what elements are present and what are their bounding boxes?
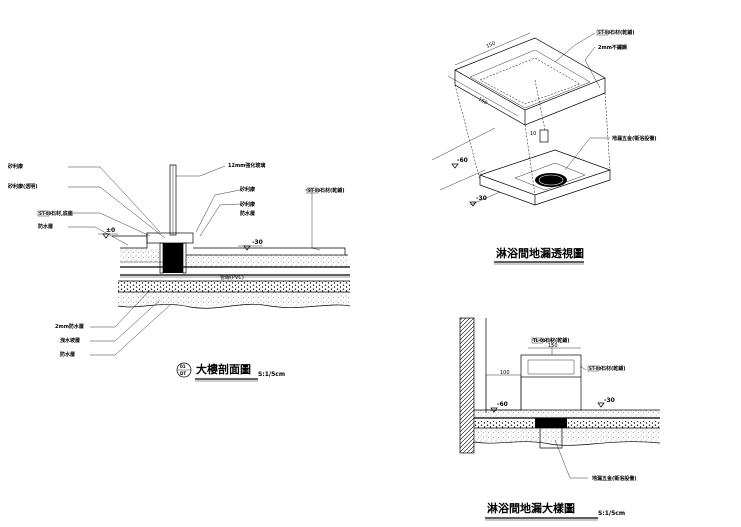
callout-detail-fitting: 地漏五金(衛浴設備): [592, 475, 637, 482]
level-right: -30: [252, 239, 263, 246]
section-title: 大樓剖面圖: [196, 362, 251, 376]
sand-layer: [118, 292, 350, 306]
perspective-title: 淋浴間地漏透視圖: [496, 246, 584, 260]
level-left: ±0: [106, 227, 115, 234]
tag-st-left: ST-00: [39, 211, 51, 216]
callout-detail-stone-mid: 石材(乾鋪): [600, 365, 626, 372]
callout-waterproof-right: 防水層: [240, 210, 255, 217]
base-tray: [478, 149, 612, 196]
callout-sealant-l1: 矽利康: [8, 163, 24, 170]
callout-sealant-r1: 矽利康: [240, 186, 256, 193]
section-index-num: 01: [180, 364, 186, 369]
dim-width: 150: [485, 41, 496, 50]
section-index-ref: DT: [180, 371, 186, 376]
callout-waterproof-left: 防水層: [38, 223, 53, 230]
drain-detail-drawing: 150 100 -60 -30 TL-01 石材(乾鋪) ST-00 石材(乾鋪…: [459, 317, 661, 521]
detail-level-a: -60: [497, 401, 508, 408]
stone-box: [520, 354, 582, 378]
callout-stone-right: 石材(乾鋪): [319, 187, 345, 194]
dim-depth: 150: [477, 97, 488, 107]
gravel-layer: [118, 281, 350, 292]
tag-tl-detail: TL-01: [533, 338, 546, 343]
drain-fitting: [535, 418, 567, 428]
section-scale: S:1/5cm: [258, 371, 285, 378]
tag-st-detail: ST-00: [589, 366, 601, 371]
detail-title: 淋浴間地漏大樣圖: [487, 501, 575, 515]
wall: [459, 317, 475, 454]
callout-sealant-l2: 矽利康(透明): [8, 183, 38, 190]
callout-glass: 12mm強化玻璃: [228, 162, 265, 169]
drain-channel: [163, 243, 183, 273]
callout-stone-left: 石材,底座: [50, 210, 73, 217]
dim-level-b: -30: [476, 195, 487, 202]
callout-pipe: 管線(PVC): [220, 274, 244, 281]
callout-sealant-r2: 矽利康: [240, 201, 256, 208]
mortar-bed-right: [186, 255, 348, 267]
callout-perspective-stone: 石材(乾鋪): [609, 29, 635, 36]
section-drawing: ±0 -30 矽利康 矽利康(透明) ST-00 石材,底座 防水層 2mm防水…: [8, 162, 351, 382]
callout-perspective-fitting: 地漏五金(衛浴設備): [612, 135, 657, 142]
break-line: [117, 303, 351, 309]
dim-side: 10: [530, 131, 536, 137]
perspective-drawing: 150 150 10 -60 -30 ST-00 石材(乾鋪) 2mm不鏽鋼 地…: [431, 29, 657, 265]
tag-st-right: ST-00: [308, 188, 320, 193]
tag-st-perspective: ST-00: [598, 30, 610, 35]
mortar-bed-left: [120, 248, 160, 262]
callout-detail-stone-top: 石材(乾鋪): [544, 337, 570, 344]
detail-scale: S:1/5cm: [598, 510, 625, 517]
dim-level-a: -60: [457, 157, 468, 164]
callout-base-layer: 防水層: [60, 351, 75, 358]
detail-level-b: -30: [604, 397, 615, 404]
drain-pipe: [539, 129, 549, 143]
callout-perspective-anchor: 2mm不鏽鋼: [598, 44, 627, 51]
detail-dim-height: 100: [500, 370, 510, 376]
callout-slope-layer: 洩水坡層: [60, 337, 80, 344]
detail-dim-width: 150: [548, 343, 558, 349]
callout-membrane: 2mm防水層: [55, 323, 84, 330]
